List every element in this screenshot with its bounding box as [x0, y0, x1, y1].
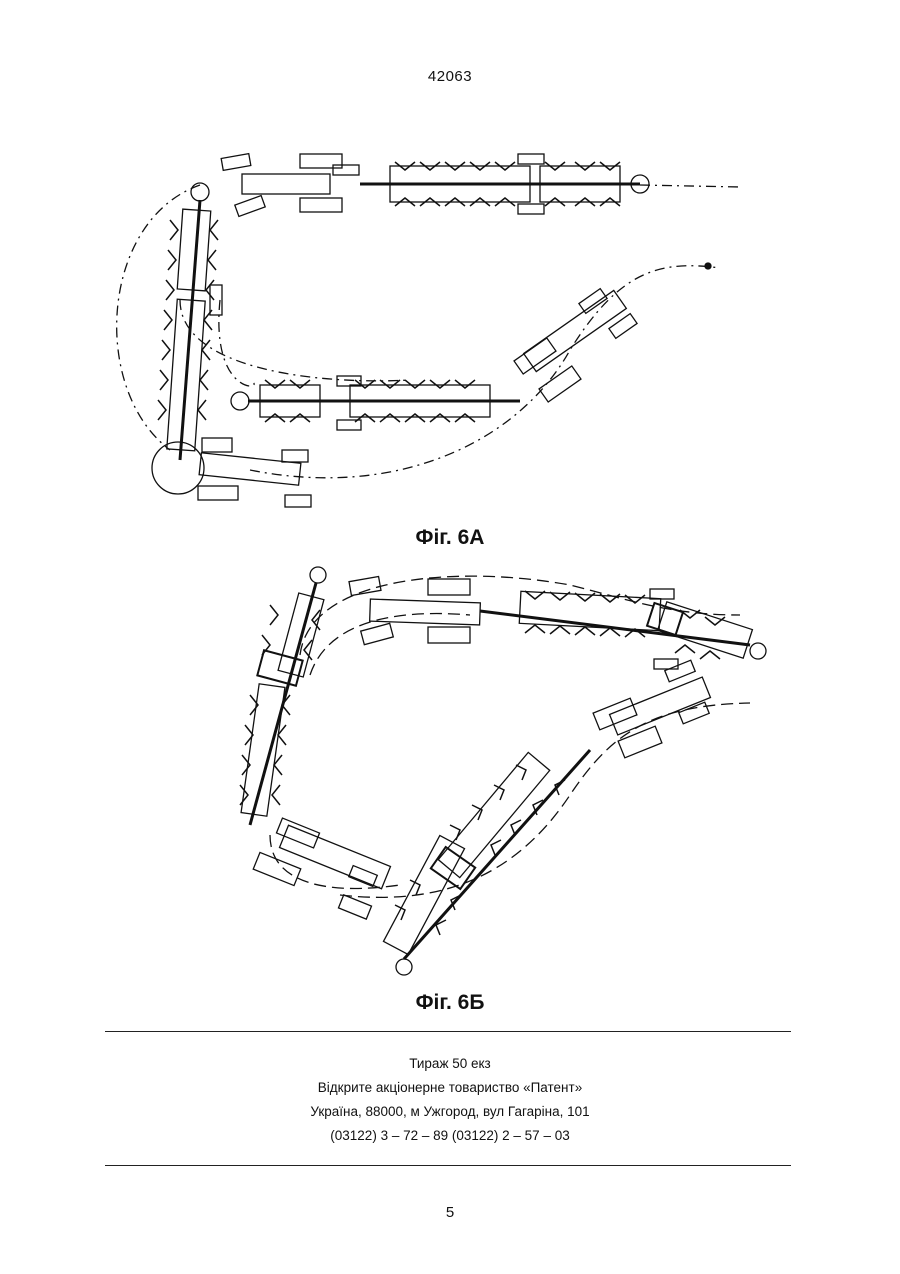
patent-number: 42063 — [0, 68, 900, 85]
implement-diagonal-6b — [383, 752, 549, 954]
figure-6b-svg — [210, 555, 780, 985]
imprint-phones: (03122) 3 – 72 – 89 (03122) 2 – 57 – 03 — [0, 1124, 900, 1148]
trajectory-inner-path — [219, 300, 254, 386]
divider-top — [105, 1031, 791, 1032]
figure-6a-caption: Фіг. 6А — [0, 526, 900, 550]
imprint-publisher: Відкрите акціонерне товариство «Патент» — [0, 1076, 900, 1100]
tractor-6b-top — [370, 599, 481, 625]
figure-6a-drawing — [100, 140, 780, 520]
figure-6b-drawing — [210, 555, 780, 985]
imprint-address: Україна, 88000, м Ужгород, вул Гагаріна,… — [0, 1100, 900, 1124]
figure-6b-caption: Фіг. 6Б — [0, 991, 900, 1015]
page-number: 5 — [0, 1204, 900, 1221]
trajectory-outer-path — [117, 185, 200, 450]
imprint-block: Тираж 50 екз Відкрите акціонерне товарис… — [0, 1052, 900, 1148]
imprint-circulation: Тираж 50 екз — [0, 1052, 900, 1076]
tractor-top-body — [242, 174, 330, 194]
figure-6a-svg — [100, 140, 780, 520]
divider-bottom — [105, 1165, 791, 1166]
tractor-bottom-body — [199, 453, 301, 485]
